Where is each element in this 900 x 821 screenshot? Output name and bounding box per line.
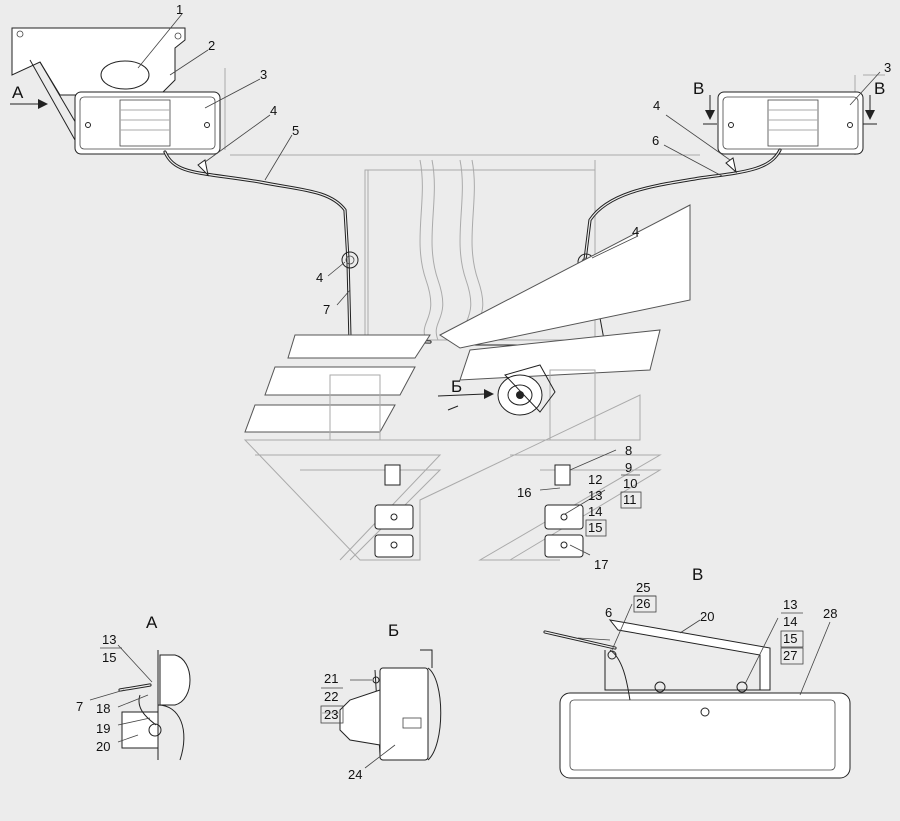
view-label-v-arrow-right: В [874, 79, 885, 98]
detail-v-callout-27: 27 [783, 648, 797, 663]
callout-3-left: 3 [260, 67, 267, 82]
right-tail-lamp [717, 74, 885, 155]
left-wiring-harness [163, 150, 432, 344]
detail-a-callout-15: 15 [102, 650, 116, 665]
callout-8: 8 [625, 443, 632, 458]
right-mount-brackets [544, 464, 584, 558]
detail-v-title: В [692, 565, 703, 584]
detail-a-callout-19: 19 [96, 721, 110, 736]
callout-9: 9 [625, 460, 632, 475]
view-arrow-v-right [863, 95, 877, 125]
view-arrow-v-left [703, 95, 717, 125]
callout-4-right-top: 4 [653, 98, 660, 113]
right-clip [725, 157, 737, 174]
detail-a-callout-7: 7 [76, 699, 83, 714]
detail-b-callout-23: 23 [324, 707, 338, 722]
detail-v-callout-28: 28 [823, 606, 837, 621]
detail-v-callout-25: 25 [636, 580, 650, 595]
callout-4-right-clamp: 4 [632, 224, 639, 239]
detail-a-callout-13: 13 [102, 632, 116, 647]
left-cable-clamp [341, 251, 359, 269]
callout-15: 15 [588, 520, 602, 535]
left-mount-brackets [374, 464, 414, 558]
leader-lines [137, 13, 881, 556]
callout-10: 10 [623, 476, 637, 491]
callout-11: 11 [623, 492, 637, 507]
callout-14: 14 [588, 504, 602, 519]
view-arrow-a [10, 99, 48, 109]
detail-view-b: Б 21 22 23 24 [320, 621, 442, 782]
callout-6: 6 [652, 133, 659, 148]
detail-a-callout-20: 20 [96, 739, 110, 754]
callout-13: 13 [588, 488, 602, 503]
detail-a-title: А [146, 613, 158, 632]
detail-v-callout-14: 14 [783, 614, 797, 629]
license-plate-lamp [100, 60, 150, 90]
callout-2: 2 [208, 38, 215, 53]
detail-v-callout-26: 26 [636, 596, 650, 611]
detail-v-callout-6: 6 [605, 605, 612, 620]
callout-7: 7 [323, 302, 330, 317]
view-label-a-arrow: А [12, 83, 24, 102]
left-tail-lamp [74, 91, 221, 155]
callout-16: 16 [517, 485, 531, 500]
detail-view-a: А 13 15 7 18 19 20 [76, 613, 191, 761]
callout-1: 1 [176, 2, 183, 17]
detail-a-callout-18: 18 [96, 701, 110, 716]
detail-b-callout-24: 24 [348, 767, 362, 782]
view-arrow-b [437, 389, 494, 411]
detail-v-callout-15: 15 [783, 631, 797, 646]
view-label-b-arrow: Б [451, 377, 462, 396]
detail-view-v: В 6 20 25 26 13 14 15 27 28 [543, 565, 851, 779]
callout-4-left-top: 4 [270, 103, 277, 118]
callout-12: 12 [588, 472, 602, 487]
trailer-socket [497, 364, 556, 416]
left-clip [197, 159, 209, 177]
callout-17: 17 [594, 557, 608, 572]
detail-b-callout-21: 21 [324, 671, 338, 686]
detail-b-callout-22: 22 [324, 689, 338, 704]
detail-v-callout-13: 13 [783, 597, 797, 612]
callout-4-left-clamp: 4 [316, 270, 323, 285]
detail-v-callout-20: 20 [700, 609, 714, 624]
detail-b-title: Б [388, 621, 399, 640]
callout-5: 5 [292, 123, 299, 138]
view-label-v-arrow-left: В [693, 79, 704, 98]
callout-3-right: 3 [884, 60, 891, 75]
